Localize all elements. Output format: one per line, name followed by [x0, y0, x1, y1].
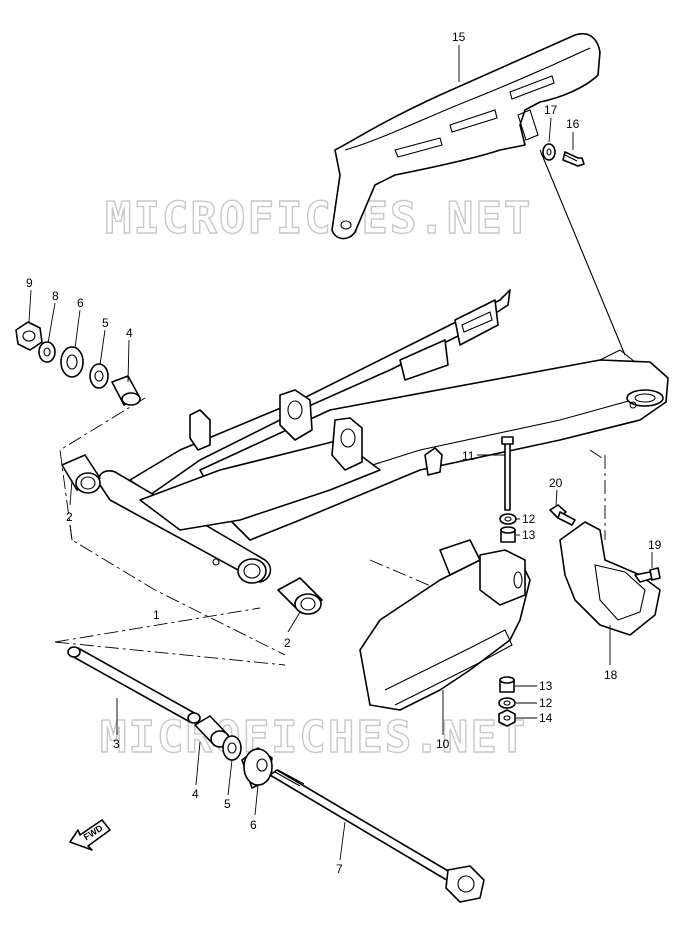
washer-5-lower [222, 735, 242, 761]
washer-12-upper [499, 513, 517, 525]
callout-2-right: 2 [284, 636, 291, 650]
chain-guide-18 [559, 521, 661, 636]
bearing-2-left [61, 454, 101, 494]
bolt-16 [562, 151, 585, 167]
callout-5-lower: 5 [224, 797, 231, 811]
bearing-2-right [277, 577, 323, 615]
callout-16: 16 [566, 117, 580, 131]
callout-5-upper: 5 [102, 316, 109, 330]
callout-12-lower: 12 [539, 696, 553, 710]
callout-10: 10 [436, 737, 450, 751]
collar-13-upper [500, 526, 516, 543]
nut-14 [498, 709, 516, 727]
callout-19: 19 [648, 538, 662, 552]
callout-13-lower: 13 [539, 679, 553, 693]
callout-4-upper: 4 [126, 326, 133, 340]
pivot-bolt-7 [269, 769, 485, 903]
callout-14: 14 [539, 711, 553, 725]
washer-17 [542, 143, 556, 161]
spacer-6-upper [60, 346, 84, 378]
collar-13-lower [499, 676, 515, 693]
washer-12-lower [498, 697, 516, 709]
chain-guard [331, 33, 601, 240]
callouts: 15 17 16 9 8 6 5 4 11 20 2 12 13 19 1 2 … [26, 30, 662, 876]
callout-6-lower: 6 [250, 818, 257, 832]
screw-19 [634, 567, 661, 583]
callout-2-left: 2 [66, 510, 73, 524]
callout-1: 1 [153, 608, 160, 622]
callout-11: 11 [462, 449, 475, 463]
callout-6-upper: 6 [77, 296, 84, 310]
leader-lines [28, 45, 653, 861]
callout-20: 20 [549, 476, 563, 490]
callout-12-upper: 12 [522, 512, 536, 526]
callout-4-lower: 4 [192, 787, 199, 801]
spacer-6-lower [241, 747, 273, 789]
chain-slider-10 [359, 539, 531, 711]
callout-8: 8 [52, 289, 59, 303]
washer-5-upper [89, 363, 109, 389]
pivot-sleeve-3 [67, 646, 201, 724]
forward-direction-arrow-icon: FWD [69, 819, 111, 851]
watermark-top: MICROFICHES.NET [105, 193, 532, 244]
bolt-11 [501, 436, 514, 511]
washer-8 [38, 341, 56, 363]
callout-9: 9 [26, 276, 33, 290]
swingarm-body [97, 289, 669, 584]
watermark-bottom: MICROFICHES.NET [100, 712, 527, 763]
collar-4-upper [111, 375, 141, 406]
callout-13-upper: 13 [522, 528, 536, 542]
callout-3: 3 [113, 737, 120, 751]
callout-15: 15 [452, 30, 466, 44]
nut-9 [15, 321, 43, 351]
callout-17: 17 [544, 103, 558, 117]
callout-7: 7 [336, 862, 343, 876]
callout-18: 18 [604, 668, 618, 682]
bolt-20 [549, 504, 576, 526]
